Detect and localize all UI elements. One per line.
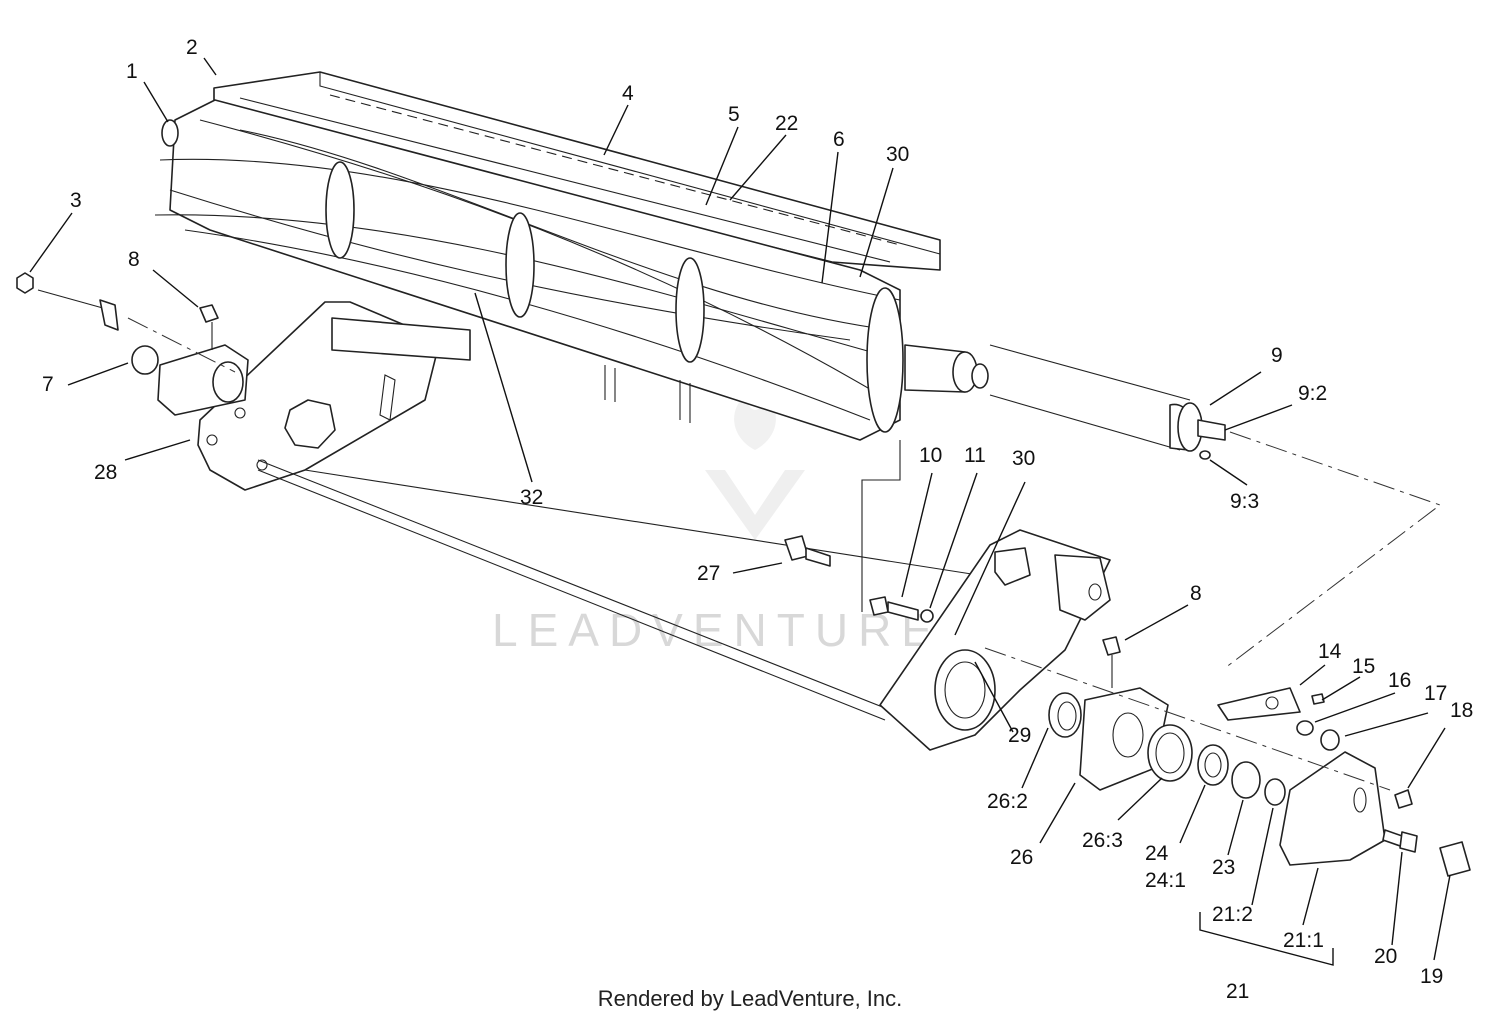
nut-17 [1320, 729, 1340, 751]
reel-assembly [154, 99, 989, 441]
bearing-24 [1197, 744, 1229, 786]
callout-9-2: 9:2 [1298, 382, 1327, 405]
grease-fitting-right [1102, 636, 1121, 688]
nut-18 [1394, 789, 1413, 809]
callout-21-1: 21:1 [1283, 929, 1324, 952]
callout-23: 23 [1212, 856, 1235, 879]
callout-30-mid: 30 [1012, 447, 1035, 470]
callout-24: 24 [1145, 842, 1169, 865]
callout-21-2: 21:2 [1212, 903, 1253, 926]
bolt-27 [784, 535, 831, 567]
screw-15 [1311, 693, 1325, 705]
callout-8-left: 8 [128, 248, 140, 271]
callout-11: 11 [964, 444, 986, 467]
washer-21-2 [1264, 778, 1286, 806]
washer-16 [1296, 720, 1314, 736]
left-side-plate [197, 301, 471, 491]
bracket-21 [1199, 912, 1334, 966]
callout-9: 9 [1271, 344, 1283, 367]
callout-3: 3 [70, 189, 82, 212]
assembly-phantom-lines [127, 317, 1442, 791]
bedknife-bar [213, 71, 941, 271]
left-nut-bracket [16, 272, 119, 331]
callout-1: 1 [126, 60, 138, 83]
callout-6: 6 [833, 128, 845, 151]
callout-labels: 1 2 3 4 5 22 6 30 8 7 28 32 9 9:2 9:3 10… [42, 36, 1473, 1003]
callout-15: 15 [1352, 655, 1375, 678]
bracket-14 [1217, 687, 1301, 721]
callout-8-right: 8 [1190, 582, 1202, 605]
callout-17: 17 [1424, 682, 1447, 705]
cap-19 [1439, 841, 1471, 877]
callout-7: 7 [42, 373, 54, 396]
leader-lines [29, 57, 1451, 961]
end-cover-21-1 [1279, 751, 1386, 866]
callout-22: 22 [775, 112, 798, 135]
watermark-text: LEADVENTURE [492, 604, 942, 656]
callout-32: 32 [520, 486, 543, 509]
footer-credit: Rendered by LeadVenture, Inc. [597, 986, 903, 1011]
callout-14: 14 [1318, 640, 1342, 663]
callout-4: 4 [622, 82, 634, 105]
front-roller [989, 344, 1226, 460]
callout-28: 28 [94, 461, 117, 484]
callout-19: 19 [1420, 965, 1443, 988]
callout-26: 26 [1010, 846, 1033, 869]
callout-29: 29 [1008, 724, 1031, 747]
callout-30-top: 30 [886, 143, 909, 166]
callout-16: 16 [1388, 669, 1411, 692]
callout-18: 18 [1450, 699, 1473, 722]
callout-9-3: 9:3 [1230, 490, 1259, 513]
left-bearing-housing [131, 304, 249, 416]
callout-27: 27 [697, 562, 720, 585]
bolt-10-washer-11 [869, 596, 934, 623]
tie-rod [257, 459, 1011, 721]
shim-26-3 [1147, 724, 1193, 782]
callout-10: 10 [919, 444, 942, 467]
callout-26-3: 26:3 [1082, 829, 1123, 852]
nut-23 [1231, 761, 1261, 799]
right-side-plate [879, 529, 1111, 751]
callout-2: 2 [186, 36, 198, 59]
bolt-20 [1382, 829, 1418, 853]
callout-21: 21 [1226, 980, 1249, 1003]
callout-24-1: 24:1 [1145, 869, 1186, 892]
callout-5: 5 [728, 103, 740, 126]
callout-20: 20 [1374, 945, 1397, 968]
callout-26-2: 26:2 [987, 790, 1028, 813]
